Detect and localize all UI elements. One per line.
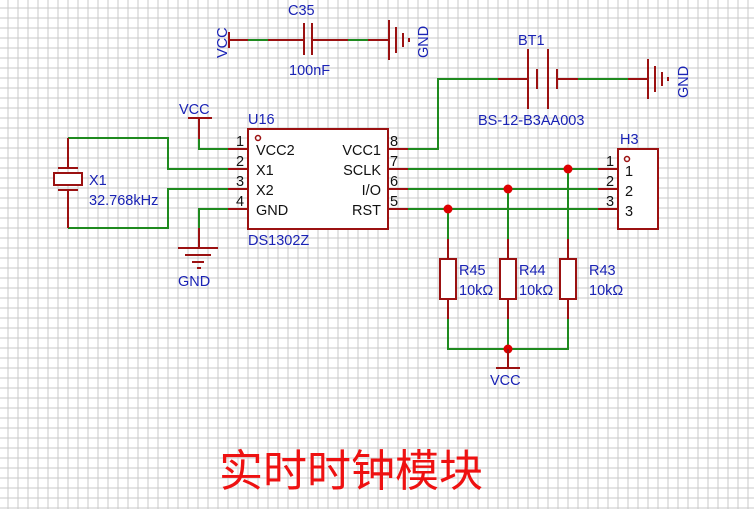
r45-value: 10kΩ (459, 283, 493, 299)
u16-pin-num: 1 (236, 134, 244, 150)
battery-bt1[interactable]: GND BT1 BS-12-B3AA003 (408, 33, 692, 150)
r44-value: 10kΩ (519, 283, 553, 299)
module-title: 实时时钟模块 (219, 446, 483, 497)
junction-dot (503, 184, 513, 194)
h3-pin-name: 2 (625, 184, 633, 200)
u16-vcc-label: VCC (179, 102, 210, 118)
resistor-r45[interactable]: R45 10kΩ (439, 239, 493, 319)
u16-pin-num: 2 (236, 154, 244, 170)
u16-pin-name: X1 (256, 163, 274, 179)
gnd-symbol-bt1 (647, 59, 669, 99)
header-h3[interactable]: H3 1 2 3 1 2 3 (598, 132, 659, 230)
u16-pin-name: I/O (362, 183, 381, 199)
ic-u16[interactable]: U16 DS1302Z 1 2 3 4 VCC2 X1 X2 GND 8 7 6… (228, 112, 408, 249)
pin1-marker (254, 134, 262, 142)
h3-pin-name: 3 (625, 204, 633, 220)
bt1-designator: BT1 (518, 33, 545, 49)
r45-designator: R45 (459, 263, 486, 279)
capacitor-c35[interactable]: VCC GND C35 100nF (215, 3, 432, 79)
u16-pin-num: 6 (390, 174, 398, 190)
crystal-x1[interactable]: X1 32.768kHz (53, 137, 228, 229)
pullup-vcc-label: VCC (490, 373, 521, 389)
h3-pin-num: 2 (606, 174, 614, 190)
u16-pin-num: 7 (390, 154, 398, 170)
u16-pin-name: VCC1 (342, 143, 381, 159)
u16-designator: U16 (248, 112, 275, 128)
pin1-marker (623, 155, 631, 163)
u16-gnd-label: GND (178, 274, 210, 290)
h3-pin-name: 1 (625, 164, 633, 180)
h3-pin-num: 1 (606, 154, 614, 170)
u16-power: VCC GND (178, 102, 228, 290)
c35-value: 100nF (289, 63, 330, 79)
u16-pin-num: 5 (390, 194, 398, 210)
c35-gnd-label: GND (416, 26, 432, 58)
junction-dot (443, 204, 453, 214)
x1-designator: X1 (89, 173, 107, 189)
resistor-r43[interactable]: R43 10kΩ (559, 239, 623, 319)
bt1-value: BS-12-B3AA003 (478, 113, 584, 129)
x1-value: 32.768kHz (89, 193, 158, 209)
u16-pin-num: 3 (236, 174, 244, 190)
r43-value: 10kΩ (589, 283, 623, 299)
pullup-vcc: VCC (490, 349, 521, 389)
u16-pin-num: 8 (390, 134, 398, 150)
h3-designator: H3 (620, 132, 639, 148)
u16-part: DS1302Z (248, 233, 309, 249)
gnd-symbol-c35 (388, 20, 410, 60)
u16-pin-name: X2 (256, 183, 274, 199)
junction-dot (563, 164, 573, 174)
h3-pin-num: 3 (606, 194, 614, 210)
resistor-r44[interactable]: R44 10kΩ (499, 239, 553, 319)
u16-pin-name: GND (256, 203, 288, 219)
c35-designator: C35 (288, 3, 315, 19)
u16-pin-name: RST (352, 203, 381, 219)
u16-pin-name: VCC2 (256, 143, 295, 159)
c35-vcc-label: VCC (215, 27, 231, 58)
u16-pin-num: 4 (236, 194, 244, 210)
u16-pin-name: SCLK (343, 163, 381, 179)
bt1-gnd-label: GND (676, 66, 692, 98)
r44-designator: R44 (519, 263, 546, 279)
r43-designator: R43 (589, 263, 616, 279)
